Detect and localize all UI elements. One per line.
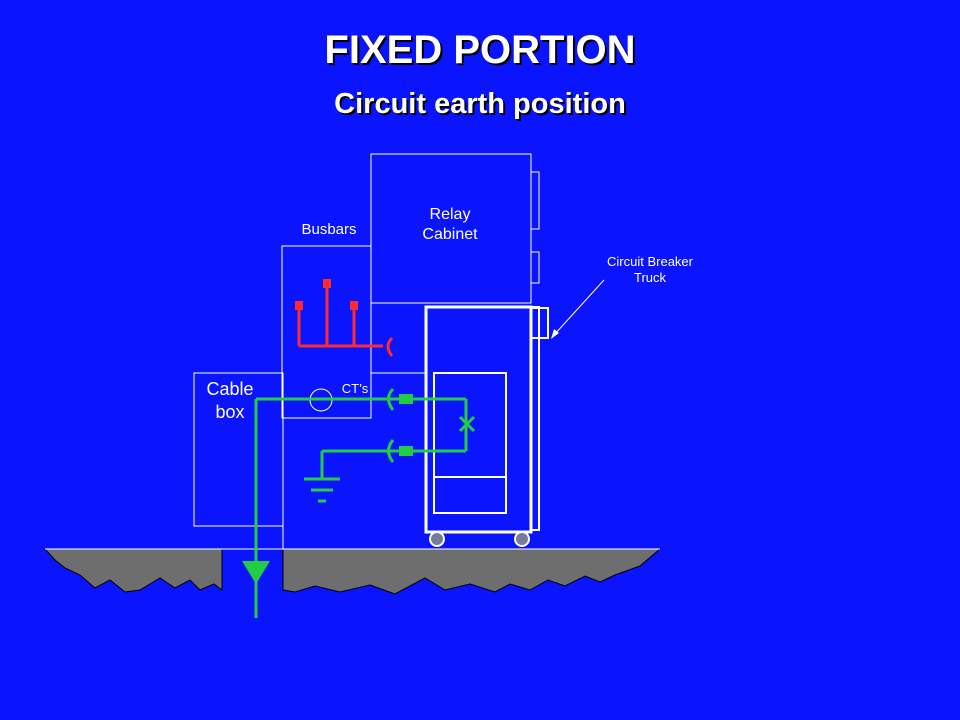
cable-triangle bbox=[242, 561, 270, 584]
relay-cabinet-hinge-bottom bbox=[530, 251, 540, 284]
busbars bbox=[297, 285, 394, 357]
page-subtitle: Circuit earth position bbox=[334, 88, 626, 120]
cable-box-label: Cable box bbox=[185, 378, 275, 423]
circuit-breaker-truck-label: Circuit Breaker Truck bbox=[595, 254, 705, 287]
pointer-arrow-line bbox=[553, 279, 605, 336]
cable-box-label-text: Cable box bbox=[206, 379, 254, 422]
busbar-terminals bbox=[295, 279, 358, 310]
breaker-truck-panel-lower bbox=[433, 476, 507, 514]
relay-cabinet-label-text: Relay Cabinet bbox=[422, 206, 478, 243]
breaker-truck-frame bbox=[424, 305, 533, 534]
isolating-contacts bbox=[399, 394, 413, 456]
breaker-truck-handle bbox=[530, 307, 549, 339]
breaker-truck-wheel-left bbox=[429, 531, 445, 547]
relay-cabinet-hinge-top bbox=[530, 171, 540, 230]
circuit-breaker-truck-label-text: Circuit Breaker Truck bbox=[607, 254, 693, 286]
busbars-label: Busbars bbox=[301, 221, 357, 238]
pointer-arrow-head bbox=[551, 329, 559, 339]
ground-left bbox=[43, 548, 223, 593]
busbar-chamber bbox=[281, 245, 372, 419]
cts-label: CT’s bbox=[341, 381, 369, 396]
breaker-truck-wheel-right bbox=[514, 531, 530, 547]
ground-right bbox=[282, 548, 662, 595]
relay-cabinet-label: Relay Cabinet bbox=[400, 205, 500, 245]
page-title: FIXED PORTION bbox=[324, 28, 636, 72]
